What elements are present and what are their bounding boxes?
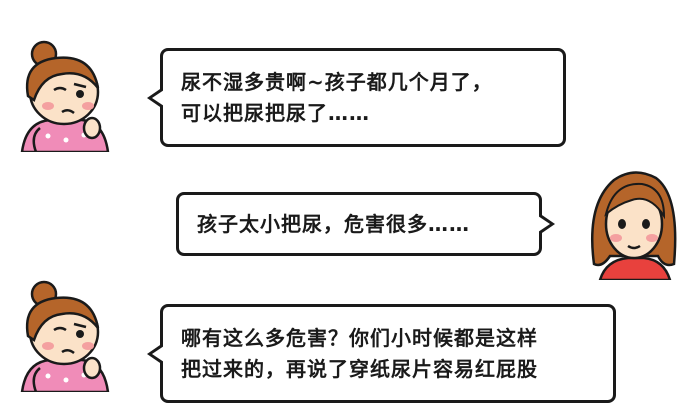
worried-girl-avatar — [20, 280, 110, 392]
woman-avatar — [590, 171, 677, 280]
bubble-1-line-2: 可以把尿把尿了…… — [181, 100, 370, 125]
speech-bubble-2: 孩子太小把尿，危害很多…… — [176, 192, 555, 256]
bubble-1-line-1: 尿不湿多贵啊~孩子都几个月了， — [181, 69, 493, 94]
speech-bubble-1: 尿不湿多贵啊~孩子都几个月了， 可以把尿把尿了…… — [147, 48, 566, 147]
bubble-3-line-1: 哪有这么多危害？你们小时候都是这样 — [181, 325, 538, 350]
speech-bubble-3: 哪有这么多危害？你们小时候都是这样 把过来的，再说了穿纸尿片容易红屁股 — [147, 304, 616, 403]
bubble-2-line-1: 孩子太小把尿，危害很多…… — [197, 211, 470, 236]
worried-girl-avatar — [20, 40, 110, 152]
bubble-3-line-2: 把过来的，再说了穿纸尿片容易红屁股 — [181, 356, 538, 381]
